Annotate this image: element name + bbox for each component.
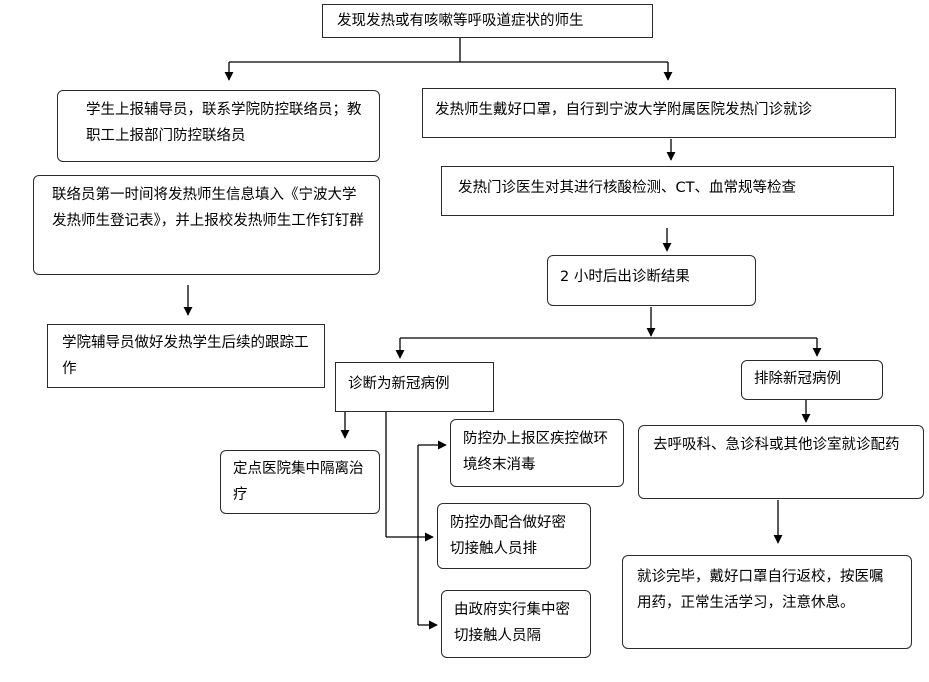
node-diagnosed: 诊断为新冠病例 xyxy=(335,362,494,412)
node-report-disinfect: 防控办上报区疾控做环境终末消毒 xyxy=(450,419,624,487)
node-other-clinic: 去呼吸科、急诊科或其他诊室就诊配药 xyxy=(638,425,924,499)
node-isolation-treatment: 定点医院集中隔离治疗 xyxy=(220,450,380,514)
node-contact-trace: 防控办配合做好密切接触人员排 xyxy=(437,503,591,569)
node-start: 发现发热或有咳嗽等呼吸道症状的师生 xyxy=(322,4,653,38)
node-student-report: 学生上报辅导员，联系学院防控联络员；教职工上报部门防控联络员 xyxy=(57,90,380,162)
node-return-school: 就诊完毕，戴好口罩自行返校，按医嘱用药，正常生活学习，注意休息。 xyxy=(622,555,912,649)
node-counselor-followup: 学院辅导员做好发热学生后续的跟踪工作 xyxy=(47,324,325,388)
node-gov-isolation: 由政府实行集中密切接触人员隔 xyxy=(441,590,591,658)
node-result-2h: 2 小时后出诊断结果 xyxy=(547,255,756,306)
node-excluded: 排除新冠病例 xyxy=(741,360,883,400)
node-clinic-tests: 发热门诊医生对其进行核酸检测、CT、血常规等检查 xyxy=(441,166,894,216)
node-go-clinic: 发热师生戴好口罩，自行到宁波大学附属医院发热门诊就诊 xyxy=(422,88,896,138)
node-liaison-fill: 联络员第一时间将发热师生信息填入《宁波大学发热师生登记表》，并上报校发热师生工作… xyxy=(33,175,380,275)
